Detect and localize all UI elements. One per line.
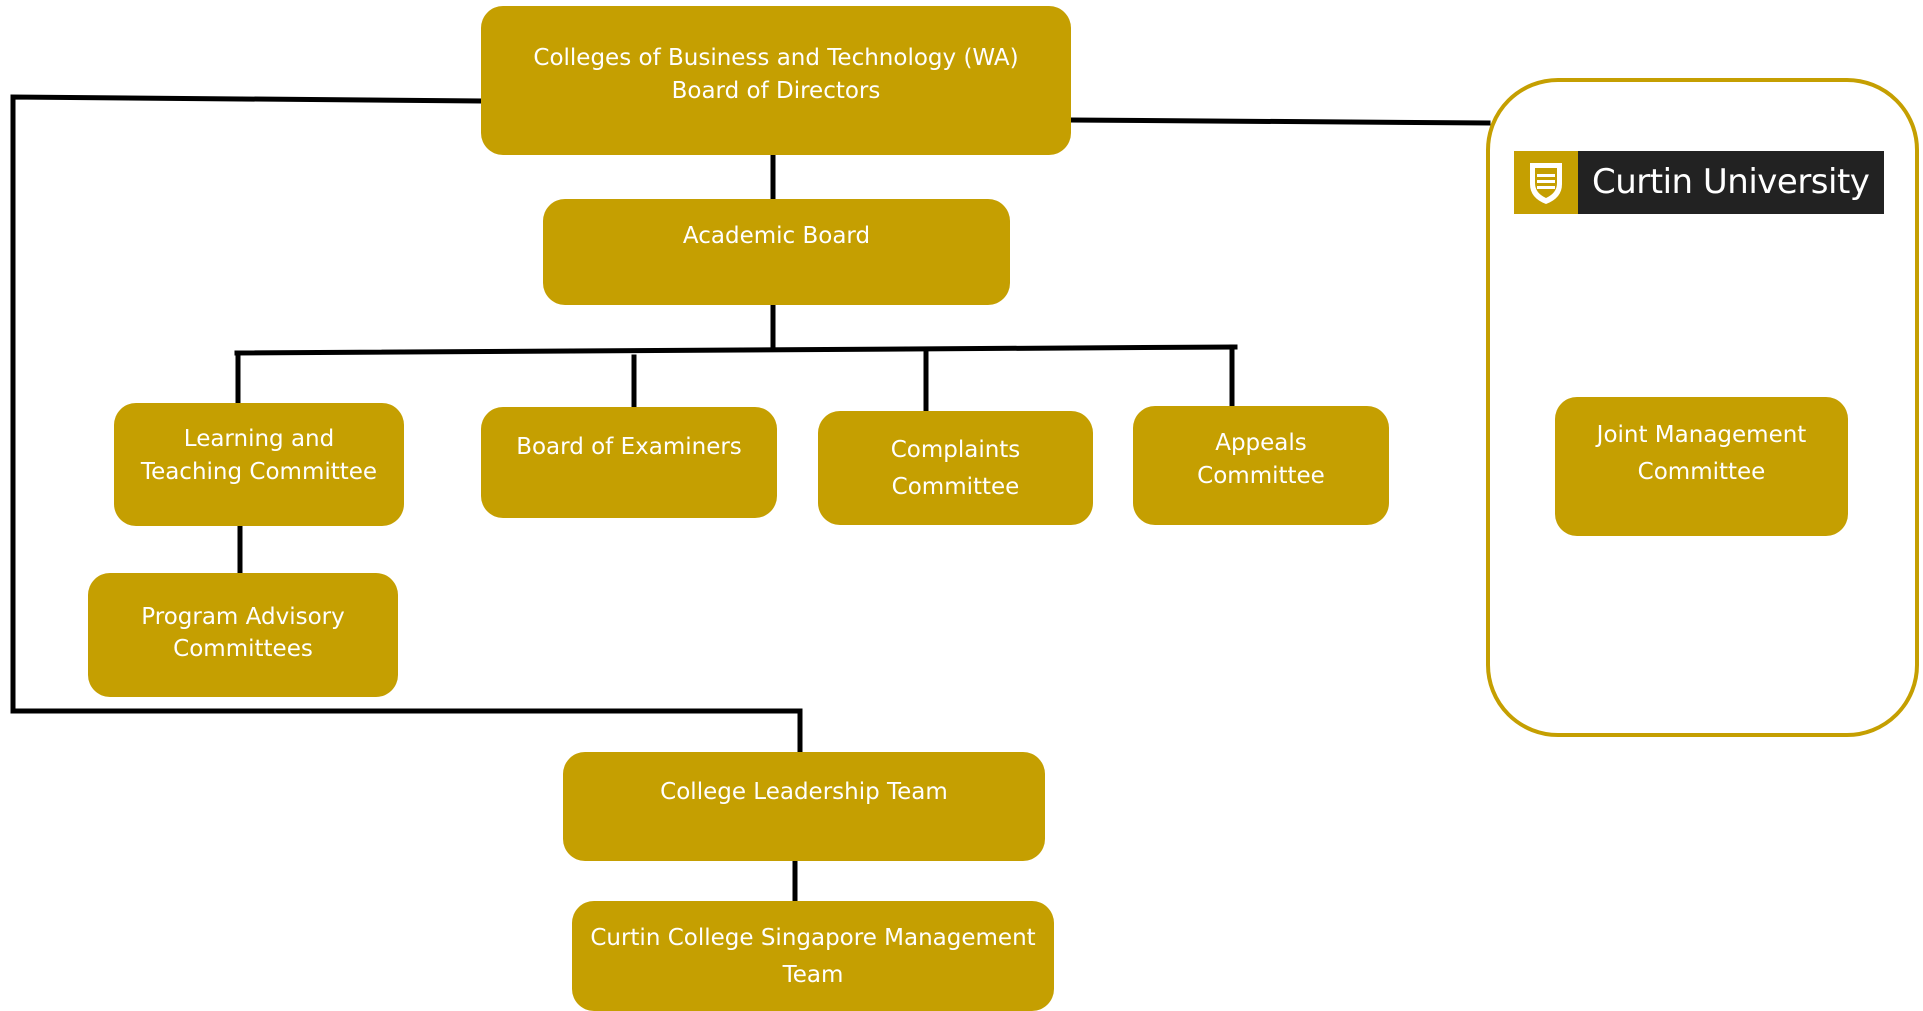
board-of-examiners-label: Board of Examiners [516,434,742,460]
edge-board-to-college-leadership [10,94,803,755]
joint-management-line-2: Committee [1637,459,1766,485]
complaints-committee-box: Complaints Committee [818,411,1093,525]
singapore-management-line-2: Team [782,962,844,988]
program-advisory-line-2: Committees [173,636,313,662]
edge-board-to-joint-management [1068,117,1491,126]
college-leadership-label: College Leadership Team [660,779,948,805]
edge-academic-branch-bus [234,302,1238,356]
appeals-line-1: Appeals [1215,430,1307,456]
board-of-directors-box: Colleges of Business and Technology (WA)… [481,6,1071,155]
appeals-line-2: Committee [1197,463,1325,489]
program-advisory-line-1: Program Advisory [141,604,345,630]
joint-management-committee-box: Joint Management Committee [1555,397,1848,536]
curtin-crest-icon [1514,151,1578,214]
program-advisory-committees-box: Program Advisory Committees [88,573,398,697]
learning-teaching-line-2: Teaching Committee [140,459,378,485]
complaints-line-1: Complaints [890,437,1021,463]
singapore-management-line-1: Curtin College Singapore Management [590,925,1036,951]
curtin-university-logo: Curtin University [1514,151,1884,214]
board-of-examiners-box: Board of Examiners [481,407,777,518]
academic-board-label: Academic Board [682,223,871,249]
singapore-management-team-box: Curtin College Singapore Management Team [572,901,1054,1011]
learning-teaching-line-1: Learning and [183,426,335,452]
curtin-wordmark: Curtin University [1578,151,1884,214]
college-leadership-team-box: College Leadership Team [563,752,1045,861]
learning-teaching-committee-box: Learning and Teaching Committee [114,403,404,526]
board-of-directors-line-2: Board of Directors [671,77,881,104]
board-of-directors-line-1: Colleges of Business and Technology (WA) [533,44,1019,71]
academic-board-box: Academic Board [543,199,1010,305]
complaints-line-2: Committee [891,474,1020,500]
appeals-committee-box: Appeals Committee [1133,406,1389,525]
joint-management-line-1: Joint Management [1596,422,1807,448]
